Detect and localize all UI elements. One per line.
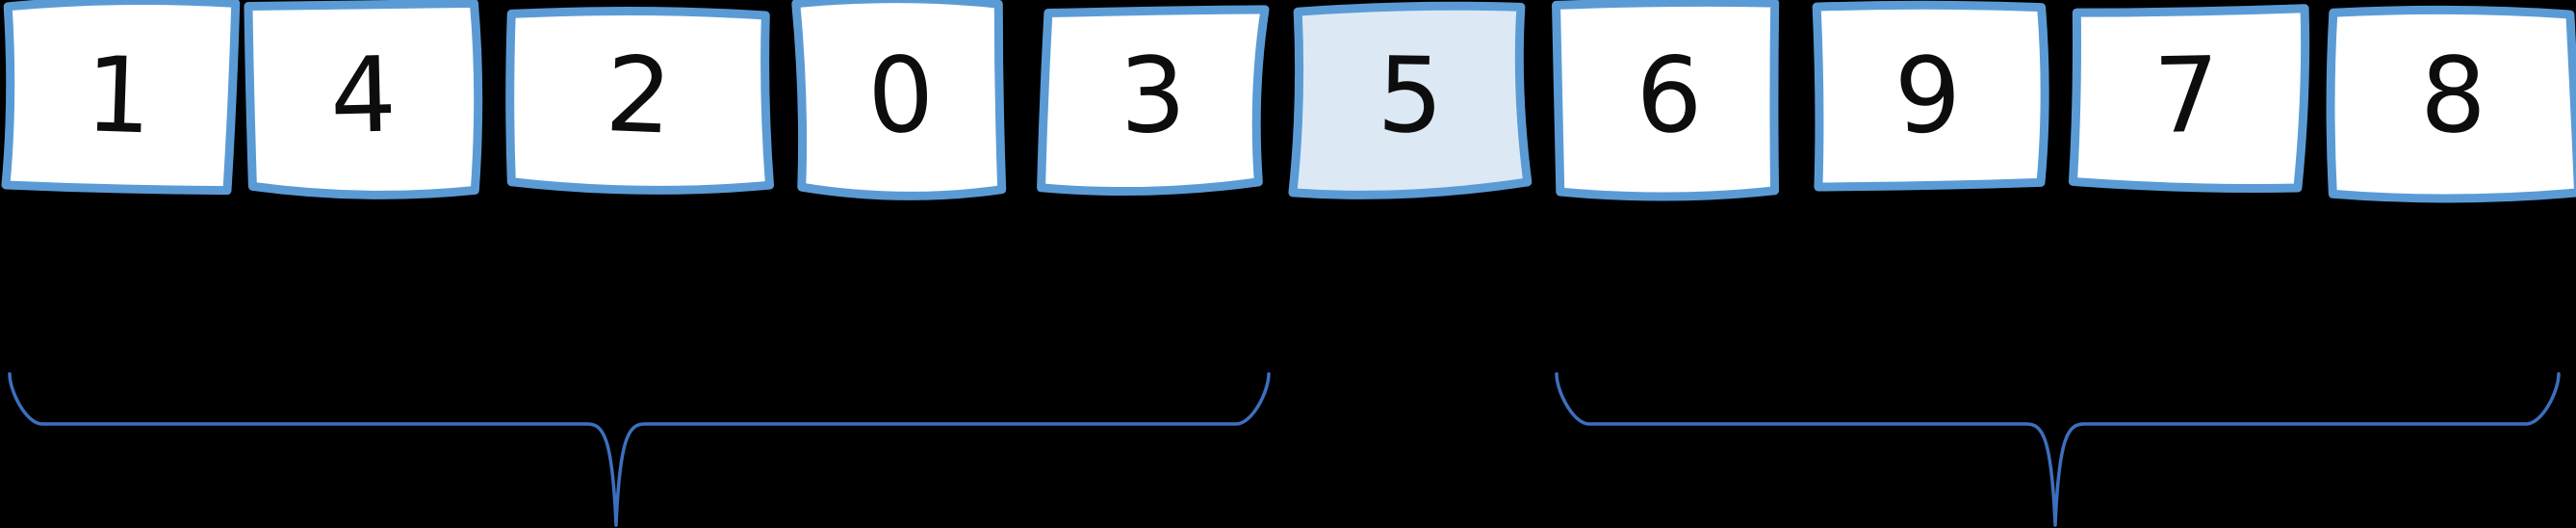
array-cell-box-highlighted[interactable] (1288, 1, 1533, 199)
array-cell-box[interactable] (791, 0, 1007, 200)
array-cell[interactable]: 2 (505, 7, 775, 195)
array-cell[interactable]: 3 (1037, 5, 1270, 197)
array-cell-value: 3 (1118, 35, 1188, 157)
array-cell[interactable]: 7 (2068, 4, 2310, 193)
array-cell-box[interactable] (1812, 0, 2049, 192)
array-cell[interactable]: 5 (1288, 1, 1533, 199)
array-cell-box[interactable] (244, 0, 483, 199)
array-cell[interactable]: 0 (791, 0, 1007, 200)
array-cell[interactable]: 9 (1812, 0, 2049, 192)
array-cell-value: 6 (1636, 36, 1703, 157)
array-cell-value: 9 (1892, 35, 1964, 158)
array-cell-value: 7 (2152, 36, 2221, 157)
array-cell-value: 2 (604, 35, 675, 158)
array-cell-box[interactable] (1037, 5, 1270, 197)
array-cell-box[interactable] (2326, 5, 2576, 203)
array-cell-box[interactable] (1552, 0, 1780, 201)
array-cell-box[interactable] (2068, 4, 2310, 193)
array-cell-value: 8 (2420, 36, 2487, 157)
array-cell[interactable]: 6 (1552, 0, 1780, 201)
array-cell-value: 1 (84, 35, 154, 157)
array-cell-box[interactable] (505, 7, 775, 195)
array-cell[interactable]: 8 (2326, 5, 2576, 203)
array-cell-value: 5 (1377, 36, 1445, 157)
array-cell-value: 4 (329, 36, 398, 157)
array-cell-box[interactable] (1, 0, 241, 196)
array-cell-value: 0 (865, 35, 937, 158)
array-cell[interactable]: 1 (1, 0, 241, 196)
array-cell[interactable]: 4 (244, 0, 483, 199)
